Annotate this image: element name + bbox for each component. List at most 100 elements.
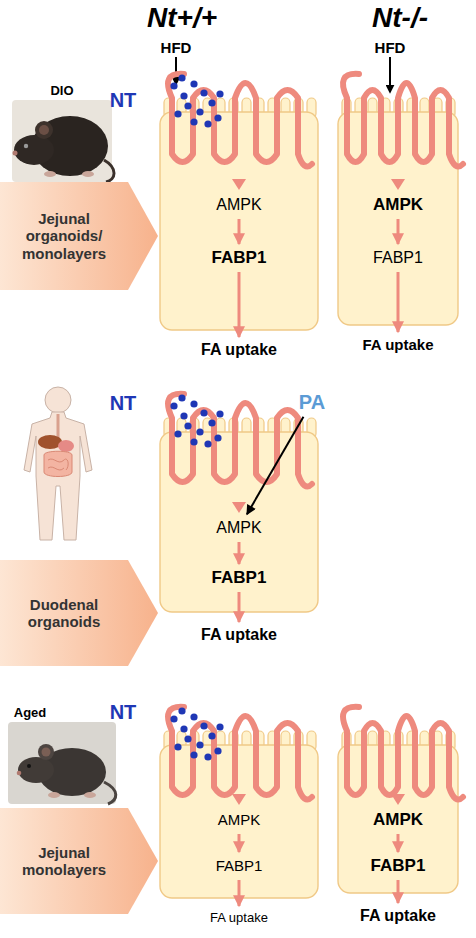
neurotensin-dot	[196, 741, 203, 748]
nt-receptor	[168, 394, 312, 487]
neurotensin-dot	[208, 99, 215, 106]
neurotensin-dot	[178, 707, 185, 714]
signal-arrow	[238, 880, 241, 906]
obese-mouse-illustration	[35, 121, 53, 139]
node-text: AMPK	[216, 519, 261, 537]
neurotensin-dot	[178, 74, 185, 81]
genotype-heading: Nt-/-	[372, 4, 428, 32]
neurotensin-dot	[216, 410, 223, 417]
neurotensin-dot	[200, 89, 207, 96]
text-node: FABP1	[189, 854, 289, 878]
cell-body	[160, 745, 318, 898]
node-text: PA	[299, 391, 325, 414]
node-text: AMPK	[373, 195, 423, 215]
node-text: FA uptake	[201, 626, 277, 644]
process-arrow-shape: Jejunal monolayers	[0, 808, 158, 914]
arrow-shape-fill	[0, 560, 158, 666]
neurotensin-dot	[204, 440, 211, 447]
neurotensin-dot	[184, 735, 191, 742]
node-text: FA uptake	[360, 907, 436, 925]
node-text: Duodenal organoids	[10, 596, 118, 631]
text-node: PA	[294, 389, 330, 415]
text-node: FABP1	[348, 246, 448, 270]
neurotensin-dot	[208, 732, 215, 739]
hfd-arrow	[175, 57, 177, 84]
signal-arrow	[397, 880, 400, 903]
signal-arrow	[238, 272, 241, 337]
process-arrow-shape: Duodenal organoids	[0, 560, 158, 666]
aged-mouse-illustration	[38, 744, 54, 760]
nt-receptor	[168, 707, 312, 800]
aged-mouse-illustration	[84, 792, 96, 798]
neurotensin-dot	[190, 80, 197, 87]
nt-receptor	[343, 74, 463, 167]
aged-mouse-illustration	[18, 757, 54, 783]
process-arrow-shape: Jejunal organoids/ monolayers	[0, 182, 158, 290]
neurotensin-dot	[180, 412, 187, 419]
nt-receptor	[168, 74, 312, 167]
annotation-label: Aged	[14, 706, 47, 719]
human-body-illustration	[45, 387, 71, 413]
enterocyte-cells	[160, 74, 463, 898]
human-body-illustration	[57, 414, 60, 440]
neurotensin-dot	[184, 102, 191, 109]
obese-mouse-illustration	[44, 171, 56, 177]
annotation-label: HFD	[375, 40, 406, 55]
neurotensin-dot	[190, 118, 197, 125]
nt-receptor	[343, 707, 463, 800]
text-node: AMPK	[189, 516, 289, 540]
obese-mouse-illustration	[104, 160, 114, 182]
neurotensin-dot	[214, 434, 221, 441]
neurotensin-dot	[204, 120, 211, 127]
text-node: FA uptake	[184, 339, 294, 361]
neurotensin-dot	[170, 715, 177, 722]
neurotensin-dot	[216, 723, 223, 730]
text-node: FA uptake	[343, 905, 453, 927]
node-text: Jejunal organoids/ monolayers	[10, 210, 118, 262]
aged-mouse-illustration	[17, 771, 22, 776]
enterocyte-cell	[338, 74, 463, 325]
node-text: FABP1	[373, 249, 423, 267]
node-text: FABP1	[212, 568, 267, 588]
neurotensin-dot	[196, 428, 203, 435]
annotation-label: DIO	[50, 84, 73, 97]
obese-mouse-illustration	[39, 125, 49, 135]
human-body-illustration	[24, 412, 92, 540]
node-text: FABP1	[212, 248, 267, 268]
neurotensin-dot	[174, 743, 181, 750]
text-node: FABP1	[189, 246, 289, 270]
text-node: AMPK	[348, 193, 448, 217]
enterocyte-cell	[160, 394, 318, 612]
annotation-label: NT	[110, 90, 137, 110]
arrow-shape-fill	[0, 808, 158, 914]
annotation-label: NT	[110, 702, 137, 722]
neurotensin-dot	[178, 394, 185, 401]
neurotensin-dot	[200, 722, 207, 729]
node-text: AMPK	[216, 196, 261, 214]
signal-arrow	[397, 272, 400, 332]
neurotensin-dot	[190, 751, 197, 758]
obese-mouse-illustration	[14, 135, 54, 165]
enterocyte-cell	[160, 707, 318, 898]
neurotensin-dot	[190, 713, 197, 720]
signal-arrow	[238, 219, 241, 244]
node-text: AMPK	[373, 810, 423, 830]
aged-mouse-illustration	[104, 782, 116, 804]
human-body-illustration	[58, 440, 74, 452]
text-node: FA uptake	[184, 624, 294, 646]
neurotensin-dot	[204, 753, 211, 760]
aged-mouse-illustration	[48, 792, 60, 798]
text-node: AMPK	[348, 808, 448, 832]
signal-arrow	[397, 834, 400, 852]
neurotensin-dot	[190, 438, 197, 445]
aged-mouse-illustration	[8, 722, 116, 804]
neurotensin-dot	[200, 409, 207, 416]
signal-arrowhead	[232, 179, 246, 190]
obese-mouse-illustration	[12, 100, 112, 182]
neurotensin-dot	[180, 92, 187, 99]
signal-arrowhead	[391, 179, 405, 190]
enterocyte-cell	[160, 74, 318, 330]
text-node: AMPK	[189, 193, 289, 217]
node-text: FA uptake	[210, 911, 268, 926]
